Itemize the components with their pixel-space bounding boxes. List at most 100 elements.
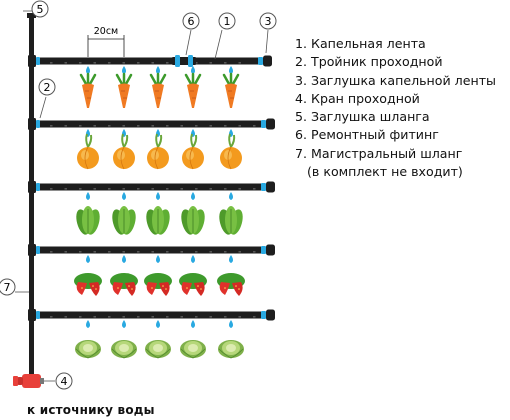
water-drop-icon: [191, 255, 195, 263]
cabbage-icon: [111, 340, 137, 359]
water-drop-icon: [156, 192, 160, 200]
onion-icon: [182, 133, 204, 170]
drip-row: [28, 244, 275, 296]
tee-fitting-collar: [36, 183, 40, 191]
callout-2: 2: [38, 78, 56, 96]
tee-fitting: [28, 55, 36, 67]
water-drop-icon: [229, 255, 233, 263]
legend-item: 2. Тройник проходной: [295, 54, 443, 70]
water-drop-icon: [156, 320, 160, 328]
water-drop-icon: [191, 66, 195, 74]
callouts: 5 6 1 3 2 7 4: [0, 0, 277, 390]
legend-list: 1. Капельная лента 2. Тройник проходной …: [295, 35, 496, 181]
lettuce-icon: [146, 206, 170, 235]
lettuce-icon: [112, 206, 136, 235]
drip-tape: [40, 183, 261, 191]
legend-item: 3. Заглушка капельной ленты: [295, 72, 496, 88]
water-drop-icon: [122, 255, 126, 263]
cabbage-icon: [218, 340, 244, 359]
main-hose: [26, 13, 37, 386]
drip-tape: [40, 120, 261, 128]
water-drop-icon: [229, 192, 233, 200]
repair-fitting: [172, 55, 196, 67]
tee-fitting: [28, 244, 36, 256]
water-drop-icon: [122, 192, 126, 200]
onion-icon: [147, 133, 169, 170]
legend-item: 7. Магистральный шланг: [295, 145, 463, 161]
shutoff-valve-icon: [13, 374, 44, 388]
cabbage-icon: [145, 340, 171, 359]
end-plug-cap: [266, 244, 275, 256]
strawberry-icon: [110, 273, 138, 296]
strawberry-icon: [217, 273, 245, 296]
end-plug-cap: [263, 55, 272, 67]
tee-fitting-collar: [36, 311, 40, 319]
legend-item: 6. Ремонтный фитинг: [295, 127, 439, 143]
end-plug-cap: [266, 118, 275, 130]
callout-7: 7: [0, 278, 16, 296]
water-drop-icon: [86, 255, 90, 263]
water-source-label: к источнику воды: [27, 403, 155, 417]
svg-text:4: 4: [61, 375, 68, 388]
drip-row: [28, 181, 275, 235]
end-plug: [261, 311, 266, 319]
drip-row: [28, 118, 275, 170]
drip-row: [28, 309, 275, 359]
water-drop-icon: [156, 255, 160, 263]
tee-fitting: [28, 181, 36, 193]
strawberry-icon: [74, 273, 102, 296]
callout-1: 1: [218, 12, 236, 30]
svg-text:3: 3: [265, 15, 272, 28]
carrot-icon: [184, 72, 202, 108]
water-drop-icon: [86, 66, 90, 74]
water-drop-icon: [122, 66, 126, 74]
water-drop-icon: [229, 320, 233, 328]
strawberry-icon: [179, 273, 207, 296]
drip-tape: [40, 246, 261, 254]
callout-leaders: [15, 10, 269, 382]
water-drop-icon: [191, 320, 195, 328]
lettuce-icon: [219, 206, 243, 235]
onion-icon: [220, 133, 242, 170]
tee-fitting-collar: [36, 120, 40, 128]
end-plug-cap: [266, 309, 275, 321]
svg-text:6: 6: [188, 15, 195, 28]
water-drop-icon: [156, 66, 160, 74]
carrot-icon: [115, 72, 133, 108]
water-drop-icon: [86, 192, 90, 200]
drip-tape: [40, 311, 261, 319]
legend-item: 4. Кран проходной: [295, 90, 420, 106]
cabbage-icon: [75, 340, 101, 359]
callout-3: 3: [259, 12, 277, 30]
onion-icon: [77, 133, 99, 170]
callout-4: 4: [55, 372, 73, 390]
onion-icon: [113, 133, 135, 170]
spacing-label: 20см: [94, 26, 118, 37]
svg-text:1: 1: [224, 15, 231, 28]
lettuce-icon: [76, 206, 100, 235]
legend-item: (в комплект не входит): [307, 164, 463, 180]
lettuce-icon: [181, 206, 205, 235]
callout-6: 6: [182, 12, 200, 30]
svg-text:2: 2: [44, 81, 51, 94]
water-drop-icon: [191, 192, 195, 200]
svg-text:7: 7: [4, 281, 11, 294]
water-drop-icon: [229, 66, 233, 74]
legend-item: 1. Капельная лента: [295, 36, 426, 51]
cabbage-icon: [180, 340, 206, 359]
carrot-icon: [222, 72, 240, 108]
water-drop-icon: [122, 320, 126, 328]
carrot-icon: [79, 72, 97, 108]
callout-5: 5: [31, 0, 49, 18]
tee-fitting: [28, 118, 36, 130]
end-plug: [261, 183, 266, 191]
end-plug-cap: [266, 181, 275, 193]
carrot-icon: [149, 72, 167, 108]
drip-tape: [40, 57, 258, 65]
svg-text:5: 5: [37, 3, 44, 16]
end-plug: [261, 120, 266, 128]
strawberry-icon: [144, 273, 172, 296]
legend-item: 5. Заглушка шланга: [295, 109, 430, 125]
end-plug: [258, 57, 263, 65]
